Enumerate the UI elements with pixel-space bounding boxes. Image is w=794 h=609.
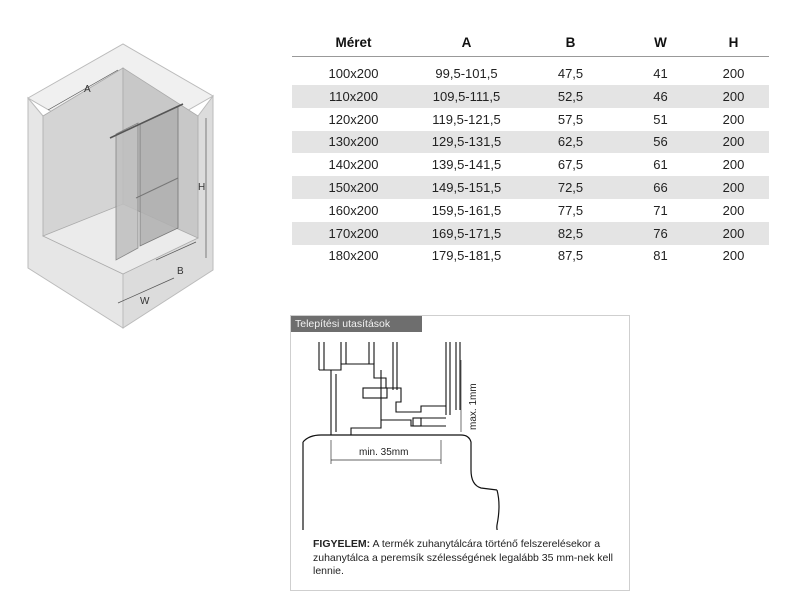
cell-b: 67,5 — [557, 157, 584, 173]
dim-label-a: A — [84, 84, 91, 95]
cell-h: 200 — [698, 221, 769, 245]
cell-b: 87,5 — [557, 248, 584, 264]
cell-b: 52,5 — [518, 85, 623, 108]
table-row: 120x200 119,5-121,5 57,5 51 200 — [292, 108, 769, 131]
cell-b: 62,5 — [518, 130, 623, 154]
glass-door-sliding — [139, 105, 179, 247]
cell-h: 200 — [698, 85, 769, 108]
cell-a: 179,5-181,5 — [431, 248, 502, 264]
max-dimension-label: max. 1mm — [468, 383, 479, 430]
dim-line-a — [47, 69, 119, 111]
min-dimension-label: min. 35mm — [359, 447, 408, 458]
cell-w: 81 — [653, 248, 668, 264]
cell-w: 56 — [623, 130, 698, 154]
header-h: H — [698, 28, 769, 57]
cell-size: 170x200 — [292, 221, 415, 245]
table-row: 160x200 159,5-161,5 77,5 71 200 — [292, 199, 769, 222]
dim-label-h: H — [198, 182, 205, 193]
cell-size: 130x200 — [292, 130, 415, 154]
note-text: A termék zuhanytálcára történő felszerel… — [313, 538, 613, 577]
cell-b: 47,5 — [557, 65, 584, 81]
header-w: W — [623, 28, 698, 57]
cell-h: 200 — [722, 248, 745, 264]
table-header-row: Méret A B W H — [292, 28, 769, 57]
table-row: 140x200 139,5-141,5 67,5 61 200 — [292, 153, 769, 176]
table-row: 100x200 99,5-101,5 47,5 41 200 — [292, 57, 769, 86]
cell-a: 109,5-111,5 — [415, 85, 518, 108]
cell-w: 51 — [653, 111, 668, 127]
dim-label-b: B — [177, 266, 184, 277]
glass-door-fixed — [115, 122, 139, 261]
cell-a: 149,5-151,5 — [415, 176, 518, 199]
cell-size: 100x200 — [328, 65, 379, 81]
size-table: Méret A B W H 100x200 99,5-101,5 47,5 41 200… — [292, 28, 769, 267]
cell-w: 76 — [623, 221, 698, 245]
header-b: B — [518, 28, 623, 57]
cell-a: 129,5-131,5 — [415, 130, 518, 154]
cell-b: 77,5 — [557, 202, 584, 218]
dim-line-w — [117, 277, 175, 304]
cell-size: 140x200 — [328, 157, 379, 173]
note-warning-label: FIGYELEM: — [313, 538, 371, 550]
cell-w: 71 — [653, 202, 668, 218]
installation-header: Telepítési utasítások — [291, 316, 422, 332]
cell-b: 57,5 — [557, 111, 584, 127]
cell-w: 46 — [623, 85, 698, 108]
table-row: 180x200 179,5-181,5 87,5 81 200 — [292, 245, 769, 268]
cell-size: 150x200 — [292, 176, 415, 199]
cell-size: 110x200 — [292, 85, 415, 108]
cell-h: 200 — [722, 202, 745, 218]
cell-size: 120x200 — [328, 111, 379, 127]
cell-h: 200 — [722, 111, 745, 127]
cell-size: 180x200 — [328, 248, 379, 264]
cell-b: 82,5 — [518, 221, 623, 245]
cell-a: 119,5-121,5 — [432, 111, 501, 127]
shower-tray-profile — [302, 434, 500, 530]
cell-h: 200 — [722, 157, 745, 173]
header-a: A — [415, 28, 518, 57]
dim-line-b — [155, 241, 197, 261]
installation-note: FIGYELEM: A termék zuhanytálcára történő… — [313, 538, 618, 579]
cell-h: 200 — [698, 130, 769, 154]
cell-w: 61 — [653, 157, 668, 173]
dim-label-w: W — [140, 296, 150, 307]
header-size: Méret — [292, 28, 415, 57]
cell-h: 200 — [722, 65, 745, 81]
cell-size: 160x200 — [328, 202, 379, 218]
cell-w: 66 — [623, 176, 698, 199]
shower-isometric-drawing: A H B W — [26, 43, 215, 329]
installation-panel: Telepítési utasítások — [290, 315, 630, 591]
installation-detail-drawing: min. 35mm max. 1mm — [302, 342, 500, 530]
cell-h: 200 — [698, 176, 769, 199]
cell-a: 139,5-141,5 — [431, 157, 502, 173]
cell-a: 99,5-101,5 — [435, 65, 498, 81]
cell-a: 169,5-171,5 — [415, 221, 518, 245]
cell-w: 41 — [653, 65, 668, 81]
cell-b: 72,5 — [518, 176, 623, 199]
cell-a: 159,5-161,5 — [431, 202, 502, 218]
door-rail — [109, 103, 184, 139]
handle-top — [135, 177, 179, 199]
